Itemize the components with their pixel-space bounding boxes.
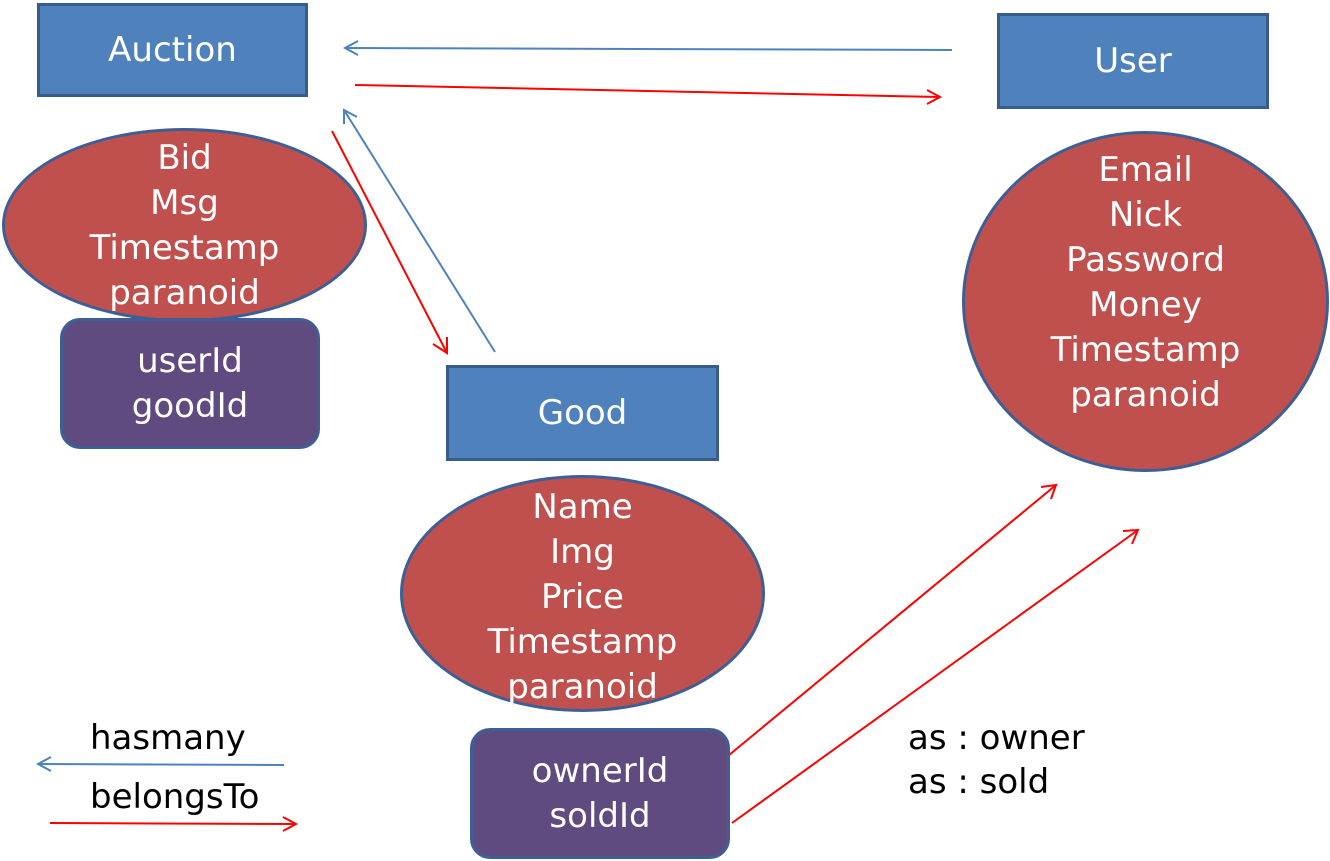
attributes-auction: Bid Msg Timestamp paranoid: [2, 128, 367, 322]
attributes-user: Email Nick Password Money Timestamp para…: [962, 131, 1329, 472]
legend-hasmany-label: hasmany: [90, 718, 246, 758]
legend-hasmany-arrow: [35, 756, 285, 772]
entity-auction: Auction: [37, 3, 308, 97]
attribute-timestamp: Timestamp: [487, 622, 678, 662]
attribute-name: Name: [532, 487, 633, 527]
foreign-key-userid: userId: [137, 340, 243, 381]
entity-user-label: User: [1094, 41, 1172, 81]
entity-user: User: [997, 13, 1269, 109]
attribute-bid: Bid: [157, 138, 212, 178]
foreign-key-goodid: goodId: [131, 385, 249, 426]
arrow-ownerid-to-user-belongsto: [716, 483, 1058, 766]
attribute-nick: Nick: [1108, 195, 1183, 235]
attribute-password: Password: [1066, 240, 1225, 280]
attributes-good: Name Img Price Timestamp paranoid: [400, 475, 765, 712]
alias-sold: as : sold: [908, 762, 1050, 802]
arrow-auction-to-user-belongsto: [354, 84, 943, 105]
foreign-keys-good: ownerId soldId: [470, 728, 730, 859]
arrow-good-to-auction-hasmany: [343, 108, 496, 353]
entity-auction-label: Auction: [108, 30, 237, 70]
attribute-paranoid: paranoid: [1070, 375, 1221, 415]
entity-good: Good: [446, 365, 719, 461]
foreign-keys-auction: userId goodId: [60, 318, 320, 449]
entity-good-label: Good: [537, 393, 628, 433]
arrow-user-to-auction-hasmany: [342, 40, 953, 56]
attribute-timestamp: Timestamp: [1050, 330, 1241, 370]
arrow-auction-to-good-belongsto: [331, 130, 448, 355]
legend-belongsto-arrow: [49, 816, 299, 832]
attribute-paranoid: paranoid: [109, 273, 260, 313]
attribute-paranoid: paranoid: [507, 667, 658, 707]
attribute-price: Price: [541, 577, 624, 617]
attribute-timestamp: Timestamp: [89, 228, 280, 268]
arrow-soldid-to-user-belongsto: [731, 528, 1140, 824]
alias-owner: as : owner: [908, 718, 1085, 758]
attribute-email: Email: [1098, 150, 1193, 190]
attribute-img: Img: [550, 532, 615, 572]
attribute-money: Money: [1089, 285, 1202, 325]
attribute-msg: Msg: [150, 183, 219, 223]
foreign-key-ownerid: ownerId: [531, 750, 669, 791]
legend-belongsto-label: belongsTo: [90, 777, 260, 817]
foreign-key-soldid: soldId: [549, 795, 651, 836]
